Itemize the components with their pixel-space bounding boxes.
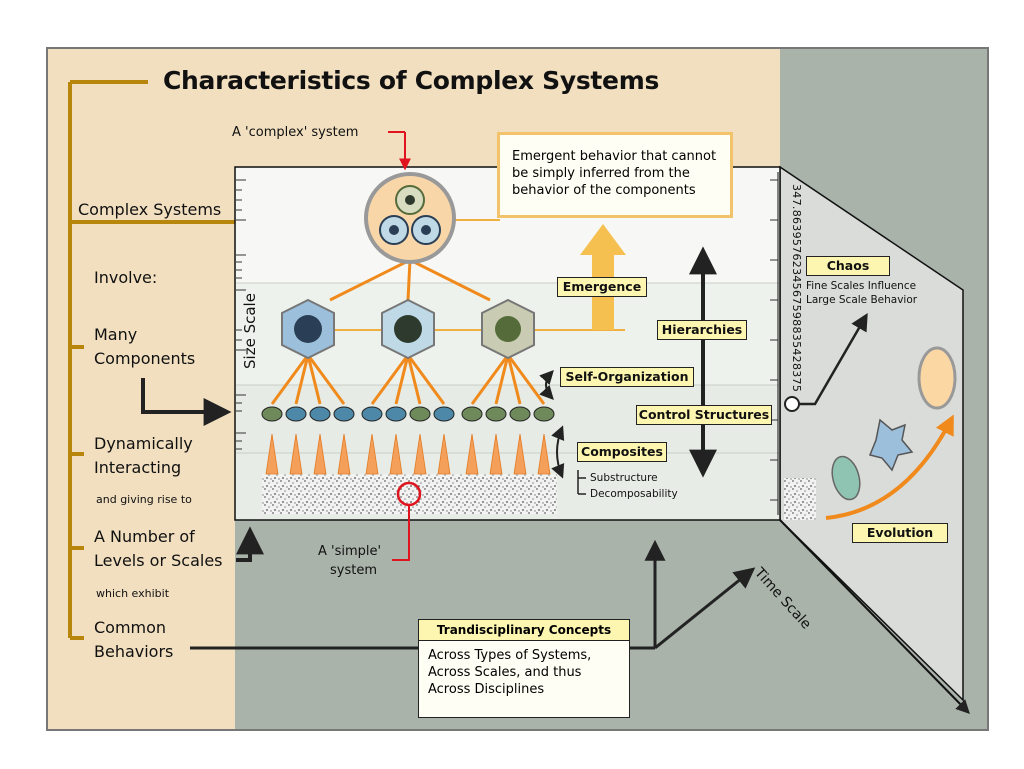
emergent-behavior-box: Emergent behavior that cannot be simply …: [497, 132, 733, 218]
page-title: Characteristics of Complex Systems: [163, 66, 660, 95]
fan-lines: [270, 258, 546, 405]
components-row: [261, 406, 555, 422]
label-complex-systems: Complex Systems: [78, 200, 222, 219]
label-common: Common: [94, 618, 167, 637]
across-line3: Across Disciplines: [428, 682, 545, 697]
evolution-shape-1: [831, 455, 861, 501]
outer-frame: [46, 47, 989, 731]
composites-box: Composites: [577, 442, 667, 462]
evolution-shape-2: [868, 418, 914, 472]
ruler-number: 347.8639576234567598835428375: [790, 184, 803, 393]
chaos-label: Chaos: [806, 256, 890, 276]
evolution-box: Evolution: [852, 523, 948, 543]
evolution-arrow: [825, 414, 954, 520]
self-organization-box: Self-Organization: [560, 367, 694, 387]
label-which-exhibit: which exhibit: [96, 587, 170, 600]
label-many: Many: [94, 325, 138, 344]
label-complex-system: A 'complex' system: [232, 125, 359, 140]
emergent-line3: behavior of the components: [512, 183, 696, 198]
chaos-box: Chaos Fine Scales Influence Large Scale …: [806, 256, 918, 306]
label-dynamically: Dynamically: [94, 434, 193, 453]
time-substrate: [784, 478, 816, 520]
chaos-desc-line1: Fine Scales Influence: [806, 280, 917, 292]
label-behaviors: Behaviors: [94, 642, 174, 661]
flames: [265, 433, 551, 475]
emergent-line1: Emergent behavior that cannot: [512, 149, 717, 164]
label-decomposability: Decomposability: [590, 488, 678, 500]
label-involve: Involve:: [94, 268, 158, 287]
evolution-shape-3: [917, 346, 957, 410]
across-line2: Across Scales, and thus: [428, 665, 582, 680]
size-ruler: [236, 179, 246, 450]
label-giving-rise: and giving rise to: [96, 493, 192, 506]
emergent-line2: be simply inferred from the: [512, 166, 690, 181]
label-a-number-of: A Number of: [94, 527, 195, 546]
size-scale-label: Size Scale: [240, 293, 259, 369]
transdisciplinary-header: Trandisciplinary Concepts: [419, 620, 629, 641]
complex-system-node: [364, 172, 456, 264]
label-simple-line2: system: [330, 563, 377, 578]
across-line1: Across Types of Systems,: [428, 648, 592, 663]
transdisciplinary-box: Trandisciplinary Concepts Across Types o…: [418, 619, 630, 718]
label-interacting: Interacting: [94, 458, 182, 477]
mid-components: [281, 298, 535, 360]
chaos-desc-line2: Large Scale Behavior: [806, 294, 918, 306]
label-levels-or-scales: Levels or Scales: [94, 551, 223, 570]
label-simple-line1: A 'simple': [318, 544, 382, 559]
emergence-box: Emergence: [557, 277, 647, 297]
label-substructure: Substructure: [590, 472, 658, 484]
label-components: Components: [94, 349, 196, 368]
control-structures-box: Control Structures: [636, 405, 772, 425]
hierarchies-box: Hierarchies: [657, 320, 747, 340]
